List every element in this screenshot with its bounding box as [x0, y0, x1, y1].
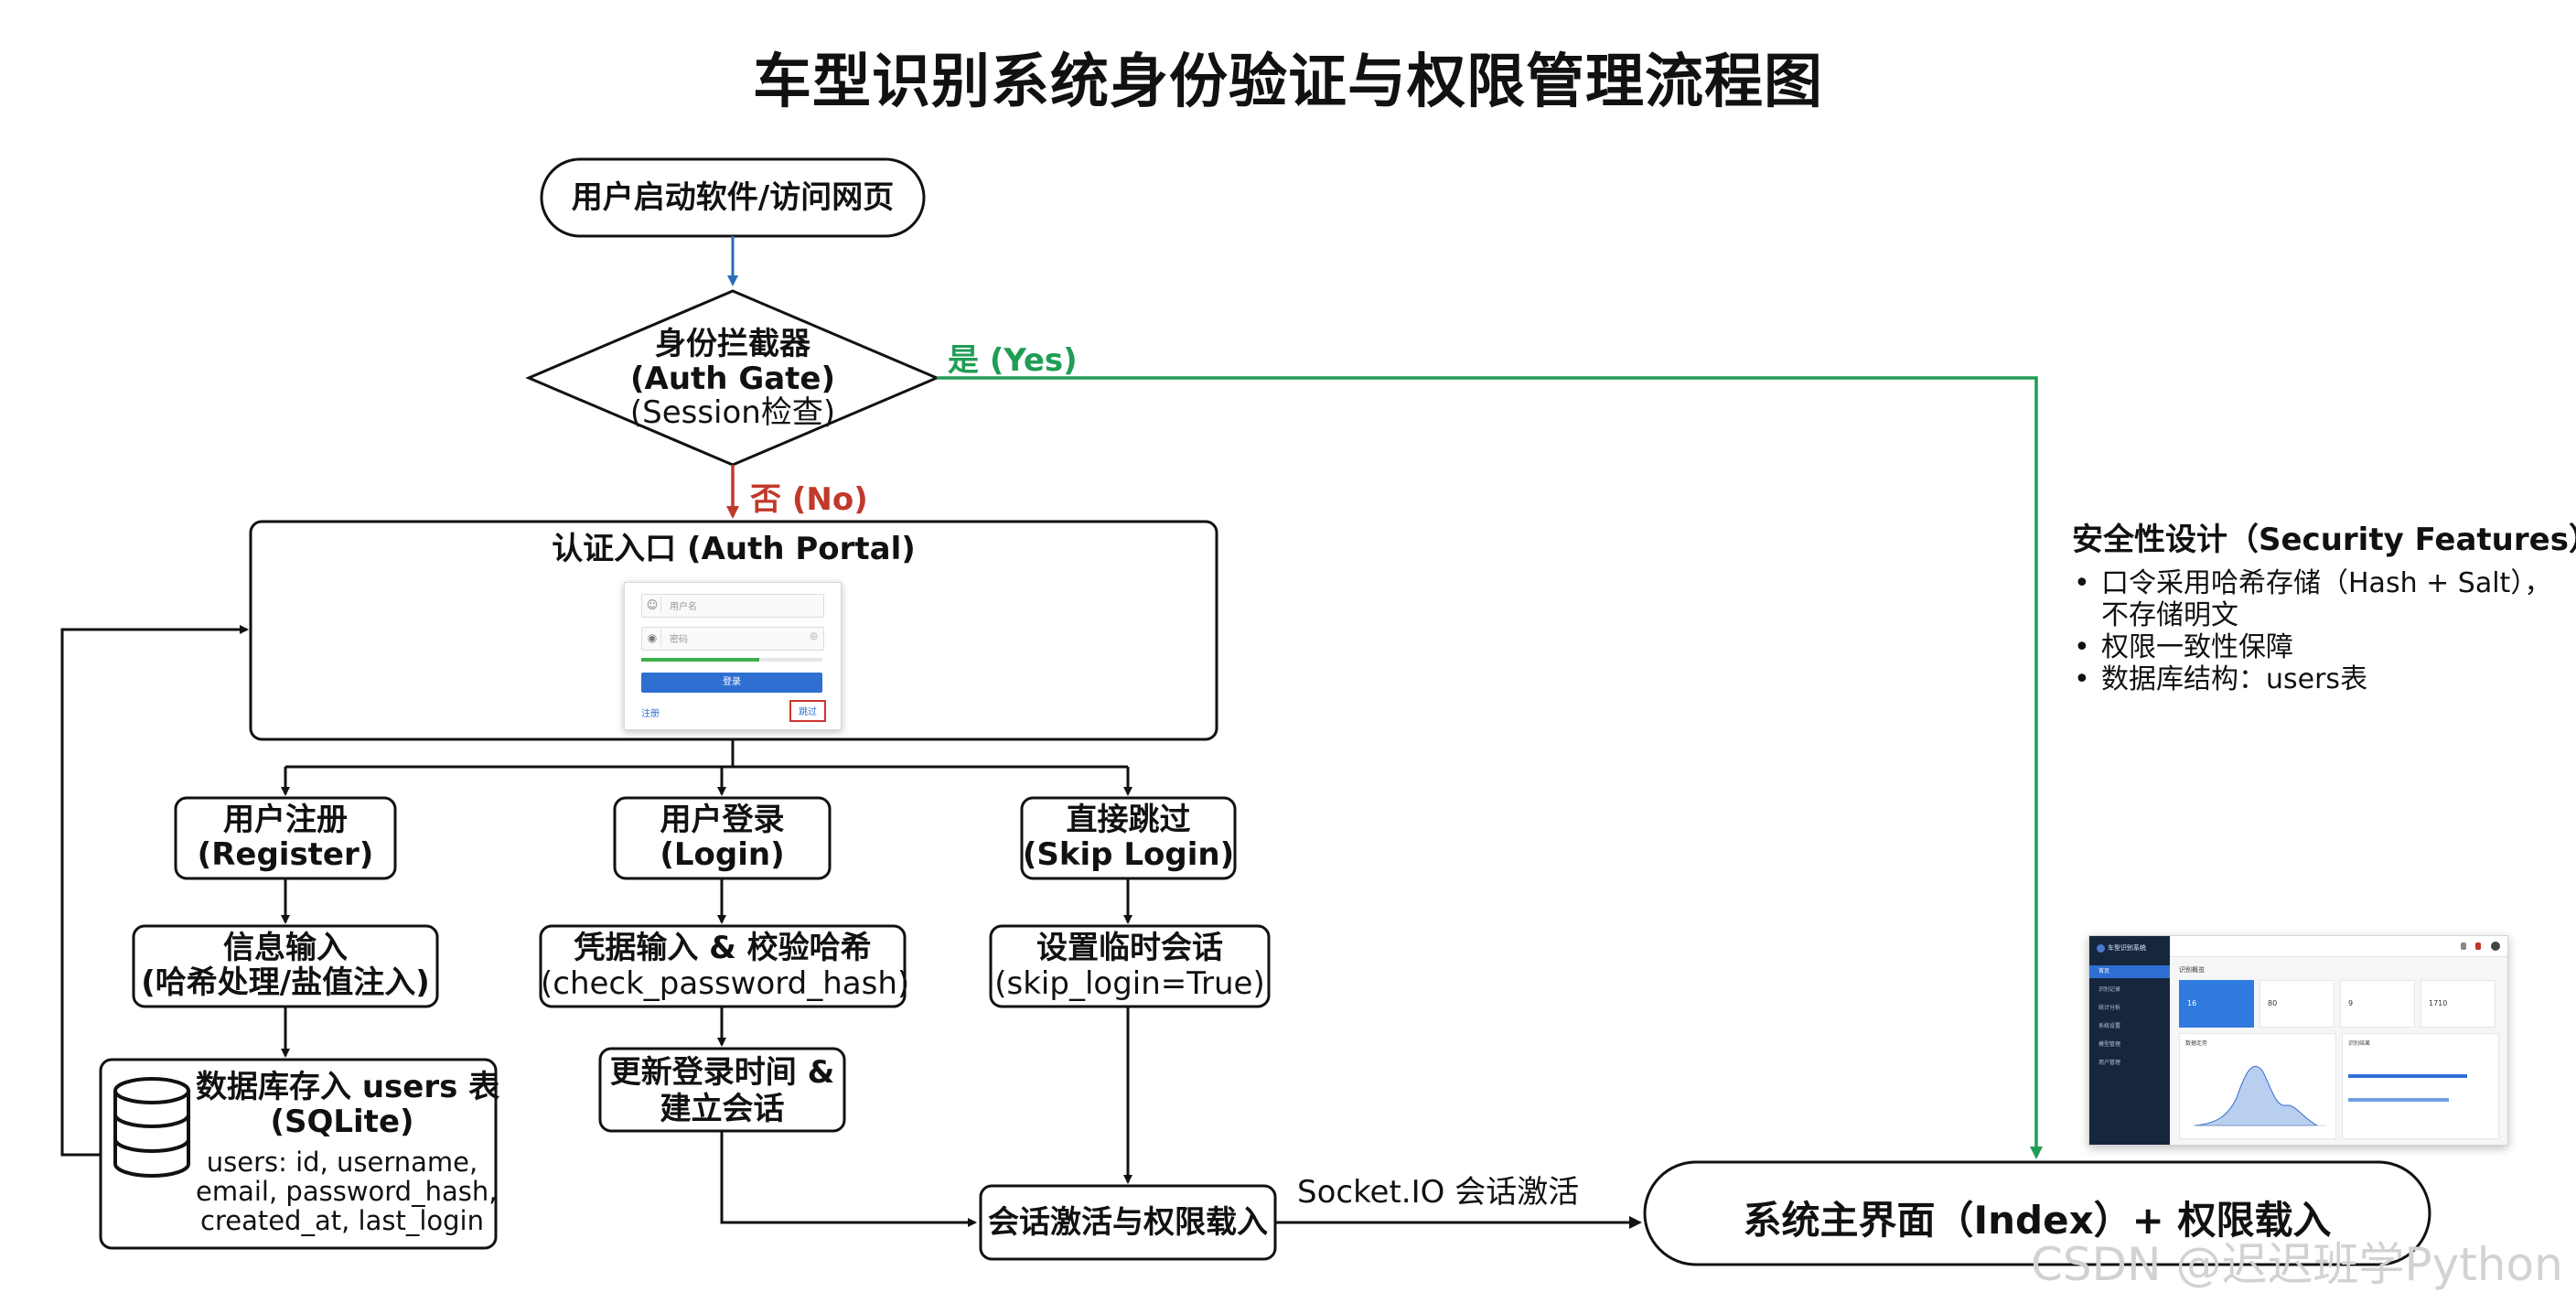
start-label: 用户启动软件/访问网页	[571, 179, 895, 216]
username-field[interactable]: ☺ 用户名	[641, 594, 824, 618]
user-icon: ☺	[644, 597, 661, 613]
login-button[interactable]: 登录	[641, 673, 822, 693]
arrow-yes	[937, 376, 2043, 1159]
dashboard-nav-item[interactable]: 系统设置	[2098, 1023, 2121, 1029]
edge-label-yes: 是 (Yes)	[948, 342, 1078, 379]
dashboard-brand: 车型识别系统	[2097, 943, 2146, 953]
skip-label-1: 直接跳过	[1066, 802, 1191, 838]
skip-label-2: (Skip Login)	[1022, 836, 1235, 873]
user-avatar-icon	[2491, 942, 2500, 951]
security-item: 权限一致性保障	[2072, 631, 2551, 663]
dashboard-result-bar	[2348, 1098, 2449, 1102]
temp-session-label-2: (skip_login=True)	[994, 965, 1265, 1002]
socket-edge-label: Socket.IO 会话激活	[1297, 1174, 1580, 1211]
register-link[interactable]: 注册	[641, 709, 660, 719]
verify-label-1: 凭据输入 & 校验哈希	[574, 930, 872, 966]
dashboard-trend-panel: 数据走势	[2179, 1033, 2336, 1139]
dashboard-nav-item[interactable]: 识别记录	[2098, 986, 2121, 993]
database-icon	[113, 1077, 190, 1178]
login-label-1: 用户登录	[660, 802, 785, 838]
db-label-2: (SQLite)	[270, 1104, 414, 1140]
password-strength-fill	[641, 658, 759, 662]
verify-label-2: (check_password_hash)	[541, 965, 910, 1002]
dashboard-result-panel: 识别结果	[2342, 1033, 2499, 1139]
gate-label-1: 身份拦截器	[655, 326, 810, 362]
gate-label-3: (Session检查)	[629, 394, 836, 431]
watermark: CSDN @迟迟班学Python	[2031, 1238, 2563, 1291]
refresh-icon	[2461, 942, 2466, 950]
dashboard-result-bar	[2348, 1074, 2467, 1078]
security-title: 安全性设计（Security Features）	[2072, 522, 2576, 558]
dashboard-trend-chart	[2193, 1065, 2326, 1126]
lock-icon: ◉	[644, 630, 661, 646]
db-fields-2: email, password_hash,	[196, 1176, 498, 1207]
main-ui-node	[1643, 1160, 2431, 1266]
security-item: 数据库结构：users表	[2072, 663, 2551, 695]
app-logo-icon	[2097, 943, 2105, 953]
portal-title: 认证入口 (Auth Portal)	[552, 531, 916, 567]
temp-session-label-1: 设置临时会话	[1036, 930, 1223, 966]
dashboard-stat-card: 16	[2179, 980, 2254, 1028]
update-login-label-2: 建立会话	[660, 1091, 785, 1127]
db-fields-3: created_at, last_login	[200, 1205, 484, 1236]
password-strength-bar	[641, 658, 822, 662]
dashboard-nav-item[interactable]: 首页	[2089, 965, 2170, 978]
skip-link[interactable]: 跳过	[789, 700, 826, 722]
register-label-1: 用户注册	[223, 802, 348, 838]
dashboard-stat-card: 9	[2340, 980, 2415, 1028]
dashboard-nav-item[interactable]: 用户管理	[2098, 1060, 2121, 1066]
edge-label-no: 否 (No)	[750, 481, 868, 518]
security-list: 口令采用哈希存储（Hash + Salt）， 不存储明文 权限一致性保障 数据库…	[2072, 567, 2551, 695]
dashboard-nav-item[interactable]: 统计分析	[2098, 1005, 2121, 1011]
page-title: 车型识别系统身份验证与权限管理流程图	[753, 48, 1823, 116]
bell-icon	[2475, 942, 2481, 950]
dashboard-stat-card: 1710	[2420, 980, 2496, 1028]
dashboard-heading: 识别概览	[2179, 966, 2205, 974]
dashboard-stat-card: 80	[2259, 980, 2334, 1028]
dashboard-nav-item[interactable]: 模型管理	[2098, 1041, 2121, 1048]
temp-session-box	[989, 924, 1271, 1008]
dashboard-topbar-icons	[2461, 942, 2500, 951]
password-field[interactable]: ◉ 密码 ◎	[641, 627, 824, 651]
login-label-2: (Login)	[660, 836, 785, 873]
arrow-db-loop	[60, 625, 249, 1157]
db-fields-1: users: id, username,	[206, 1147, 478, 1178]
info-label-2: (哈希处理/盐值注入)	[141, 964, 430, 1001]
login-form-mockup: ☺ 用户名 ◉ 密码 ◎ 登录 注册 跳过	[624, 582, 842, 730]
register-label-2: (Register)	[197, 836, 374, 873]
eye-icon[interactable]: ◎	[810, 631, 818, 641]
security-item: 口令采用哈希存储（Hash + Salt）， 不存储明文	[2072, 567, 2551, 631]
dashboard-mockup: 车型识别系统 首页 识别记录 统计分析 系统设置 模型管理 用户管理 识别概览 …	[2088, 935, 2508, 1146]
dashboard-topbar	[2170, 936, 2507, 957]
arrow-update-to-activate	[720, 1131, 977, 1227]
main-ui-label: 系统主界面（Index）+ 权限载入	[1743, 1198, 2332, 1243]
dashboard-sidebar: 车型识别系统 首页 识别记录 统计分析 系统设置 模型管理 用户管理	[2089, 936, 2170, 1145]
activate-label: 会话激活与权限载入	[988, 1204, 1268, 1241]
db-label-1: 数据库存入 users 表	[196, 1069, 500, 1105]
gate-label-2: (Auth Gate)	[629, 361, 836, 397]
info-label-1: 信息输入	[223, 930, 348, 966]
update-login-label-1: 更新登录时间 &	[609, 1054, 835, 1091]
